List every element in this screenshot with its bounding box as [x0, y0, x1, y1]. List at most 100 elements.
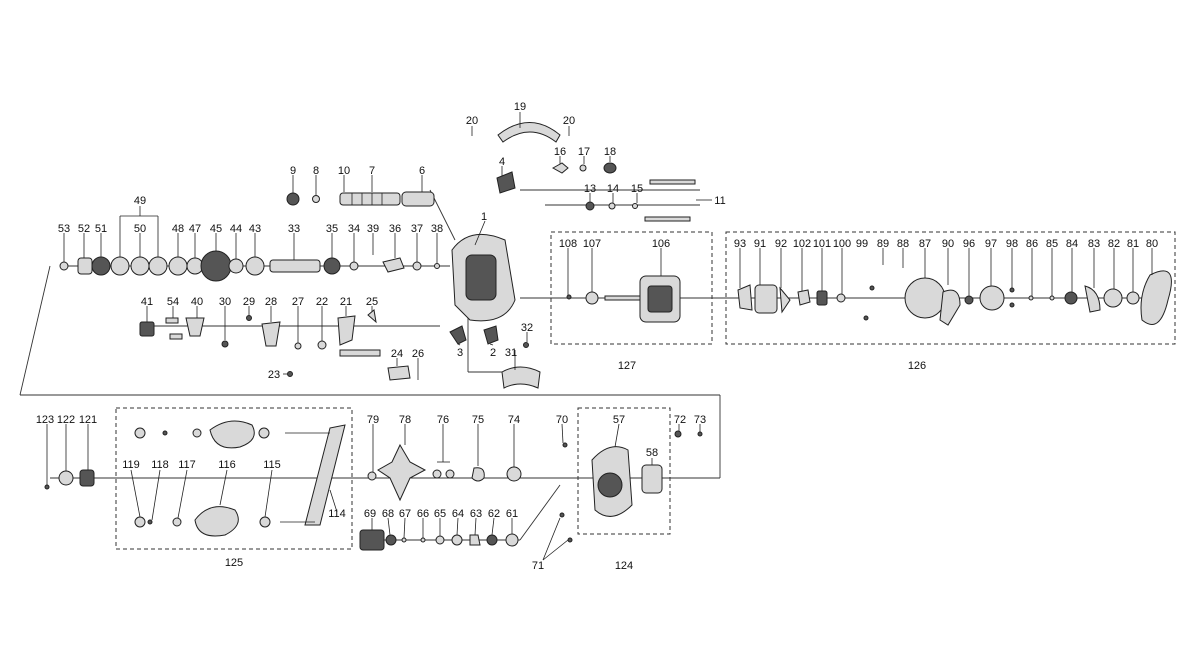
callout-label: 65 — [434, 508, 446, 520]
group-label: 124 — [615, 560, 633, 572]
callout-label: 49 — [134, 195, 146, 207]
callout-label: 26 — [412, 348, 424, 360]
callout-label: 31 — [505, 347, 517, 359]
callout-label: 21 — [340, 296, 352, 308]
group-label: 127 — [618, 360, 636, 372]
callout-label: 40 — [191, 296, 203, 308]
callout-label: 33 — [288, 223, 300, 235]
part-9 — [286, 192, 300, 206]
group-box-127 — [550, 231, 713, 345]
callout-label: 58 — [646, 447, 658, 459]
callout-label: 73 — [694, 414, 706, 426]
callout-label: 3 — [457, 347, 463, 359]
callout-label: 68 — [382, 508, 394, 520]
callout-label: 35 — [326, 223, 338, 235]
callout-label: 71 — [532, 560, 544, 572]
bar-part-19 — [497, 122, 561, 143]
callout-label: 108 — [559, 238, 577, 250]
callout-label: 119 — [122, 459, 140, 471]
callout-label: 28 — [265, 296, 277, 308]
callout-label: 64 — [452, 508, 464, 520]
callout-label: 106 — [652, 238, 670, 250]
group-box-124 — [577, 407, 671, 535]
callout-label: 2 — [490, 347, 496, 359]
callout-label: 24 — [391, 348, 403, 360]
callout-label: 45 — [210, 223, 222, 235]
callout-label: 41 — [141, 296, 153, 308]
callout-label: 107 — [583, 238, 601, 250]
part-18 — [603, 162, 617, 174]
group-label: 126 — [908, 360, 926, 372]
callout-label: 99 — [856, 238, 868, 250]
callout-label: 115 — [263, 459, 281, 471]
callout-label: 34 — [348, 223, 360, 235]
callout-label: 14 — [607, 183, 619, 195]
callout-label: 72 — [674, 414, 686, 426]
callout-label: 19 — [514, 101, 526, 113]
side-plate-87 — [904, 277, 946, 319]
callout-label: 63 — [470, 508, 482, 520]
callout-label: 4 — [499, 156, 505, 168]
callout-label: 123 — [36, 414, 54, 426]
callout-label: 117 — [178, 459, 196, 471]
star-drag-78 — [377, 443, 427, 502]
callout-label: 7 — [369, 165, 375, 177]
callout-label: 36 — [389, 223, 401, 235]
callout-label: 118 — [151, 459, 169, 471]
callout-label: 102 — [793, 238, 811, 250]
callout-label: 114 — [328, 508, 346, 520]
callout-label: 50 — [134, 223, 146, 235]
callout-label: 6 — [419, 165, 425, 177]
callout-label: 48 — [172, 223, 184, 235]
callout-label: 78 — [399, 414, 411, 426]
callout-label: 93 — [734, 238, 746, 250]
callout-label: 22 — [316, 296, 328, 308]
callout-label: 39 — [367, 223, 379, 235]
callout-label: 62 — [488, 508, 500, 520]
callout-label: 81 — [1127, 238, 1139, 250]
handle-arm-114 — [304, 424, 346, 526]
callout-label: 11 — [714, 195, 725, 207]
callout-label: 75 — [472, 414, 484, 426]
callout-label: 91 — [754, 238, 766, 250]
handle-knob-lower — [194, 506, 239, 537]
callout-label: 23 — [268, 369, 280, 381]
callout-label: 76 — [437, 414, 449, 426]
partial-caption-text — [60, 646, 460, 658]
callout-label: 54 — [167, 296, 179, 308]
callout-label: 15 — [631, 183, 643, 195]
group-box-126 — [725, 231, 1176, 345]
callout-label: 18 — [604, 146, 616, 158]
callout-label: 13 — [584, 183, 596, 195]
callout-label: 9 — [290, 165, 296, 177]
callout-label: 121 — [79, 414, 97, 426]
group-label: 125 — [225, 557, 243, 569]
callout-label: 116 — [218, 459, 236, 471]
callout-label: 38 — [431, 223, 443, 235]
callout-label: 96 — [963, 238, 975, 250]
callout-label: 70 — [556, 414, 568, 426]
callout-label: 20 — [563, 115, 575, 127]
callout-label: 47 — [189, 223, 201, 235]
callout-label: 51 — [95, 223, 107, 235]
callout-label: 57 — [613, 414, 625, 426]
callout-label: 82 — [1108, 238, 1120, 250]
handle-knob-upper — [209, 420, 255, 449]
callout-label: 84 — [1066, 238, 1078, 250]
callout-label: 122 — [57, 414, 75, 426]
callout-label: 89 — [877, 238, 889, 250]
callout-label: 97 — [985, 238, 997, 250]
part-4 — [496, 171, 516, 194]
callout-label: 27 — [292, 296, 304, 308]
callout-label: 53 — [58, 223, 70, 235]
callout-label: 37 — [411, 223, 423, 235]
callout-label: 1 — [481, 211, 487, 223]
callout-label: 100 — [833, 238, 851, 250]
callout-label: 98 — [1006, 238, 1018, 250]
callout-label: 66 — [417, 508, 429, 520]
callout-label: 101 — [813, 238, 831, 250]
callout-label: 80 — [1146, 238, 1158, 250]
callout-labels: 1 2 3 4 6 7 8 9 10 11 13 14 15 16 17 18 … — [36, 101, 1158, 572]
callout-label: 10 — [338, 165, 350, 177]
